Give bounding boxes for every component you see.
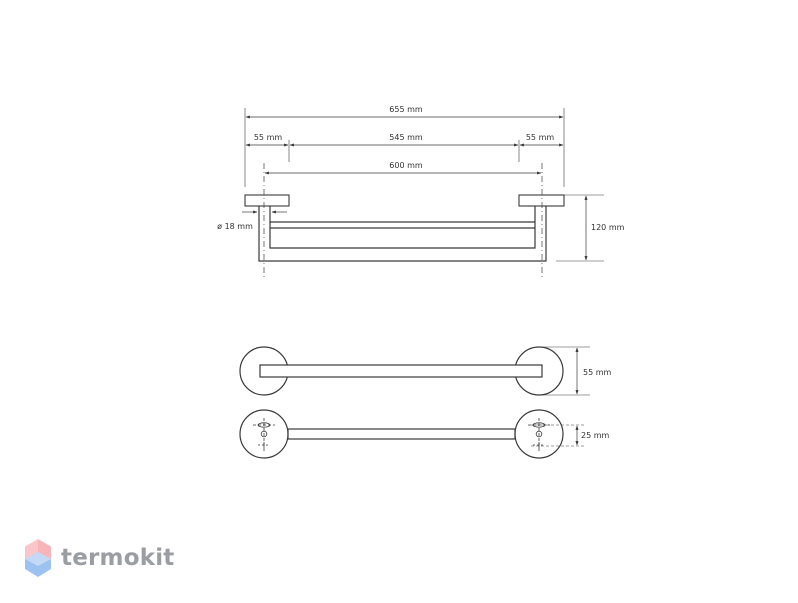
right-mounting-hole-icon <box>528 418 550 452</box>
left-mounting-hole-icon <box>253 418 275 452</box>
towel-bar-outer <box>258 206 547 262</box>
mount-spacing-label: 600 mm <box>389 161 423 170</box>
top-view <box>242 108 604 278</box>
right-rosette-label: 55 mm <box>526 133 555 142</box>
back-bar <box>287 428 516 440</box>
left-wall-plate <box>244 194 290 207</box>
brand-name: termokit <box>61 545 175 571</box>
brand-logo: termokit <box>24 538 174 578</box>
depth-label: 120 mm <box>591 223 625 232</box>
front-view <box>239 346 590 396</box>
hole-spacing-label: 25 mm <box>581 431 610 440</box>
right-wall-plate <box>518 194 565 207</box>
tube-diameter-label: ø 18 mm <box>217 222 253 231</box>
bar-length-label: 545 mm <box>389 133 423 142</box>
termokit-logo-icon <box>25 539 51 577</box>
front-bar <box>259 364 543 378</box>
overall-width-label: 655 mm <box>389 105 423 114</box>
rosette-height-label: 55 mm <box>583 368 612 377</box>
back-view <box>239 409 584 459</box>
towel-bar-inner <box>269 206 536 249</box>
left-rosette-label: 55 mm <box>254 133 283 142</box>
